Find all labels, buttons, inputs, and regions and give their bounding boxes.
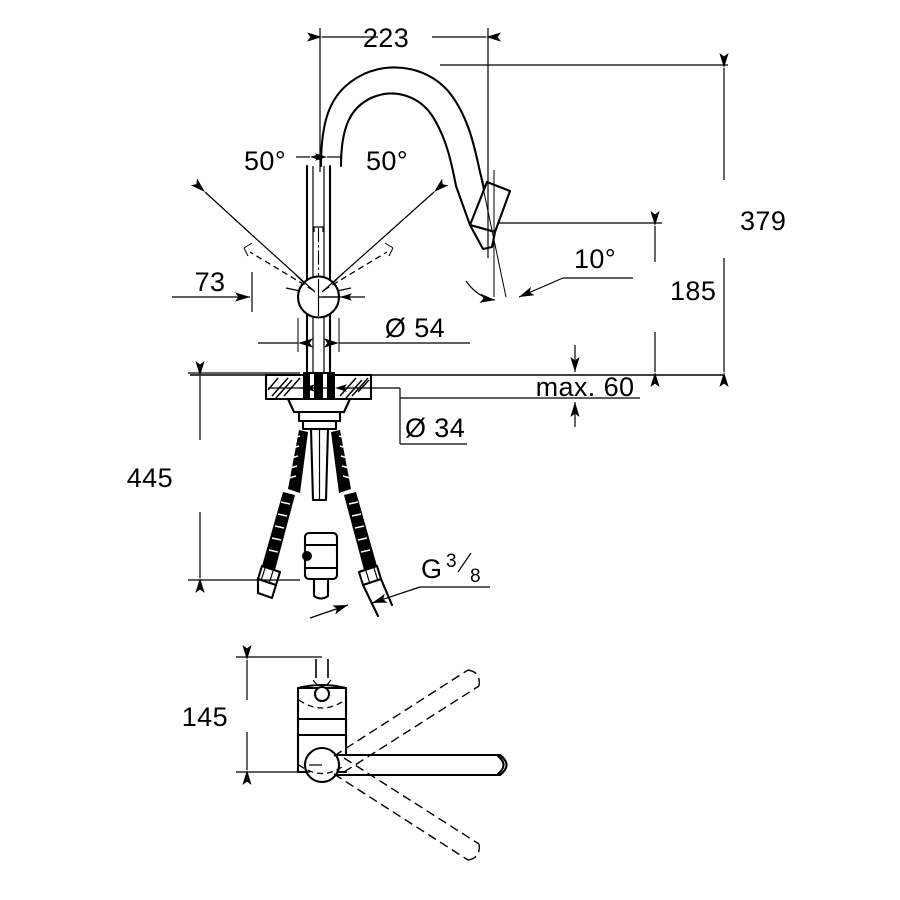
plan-lever-arm bbox=[303, 746, 508, 784]
dim-spout-reach: 223 bbox=[307, 23, 501, 258]
dim-label-223: 223 bbox=[363, 23, 409, 53]
dim-label-50-right: 50° bbox=[366, 146, 408, 176]
dim-label-G: G bbox=[421, 554, 442, 584]
dim-hose-length: 445 bbox=[127, 361, 300, 593]
spray-tilt-axis bbox=[480, 170, 507, 298]
dim-handle-height: 145 bbox=[182, 645, 322, 785]
hose-connector-left bbox=[256, 564, 282, 587]
hose-weight bbox=[302, 531, 339, 600]
dim-swivel-left: 50° bbox=[190, 146, 322, 293]
dim-body-diameter: Ø 54 bbox=[258, 313, 470, 352]
dim-label-diam34: Ø 34 bbox=[405, 413, 465, 443]
dim-label-thread-numerator: 3 bbox=[446, 551, 457, 572]
dim-max-deck: max. 60 bbox=[400, 345, 640, 427]
swivel-range-dashed bbox=[243, 242, 394, 291]
spout-gooseneck bbox=[319, 66, 497, 234]
dim-label-max60: max. 60 bbox=[536, 372, 635, 402]
dimension-annotations: 223 50° 50° 73 bbox=[127, 23, 786, 619]
dim-spout-height: 185 bbox=[497, 211, 716, 387]
dim-label-379: 379 bbox=[740, 206, 786, 236]
dim-label-50-left: 50° bbox=[244, 146, 286, 176]
dim-label-thread-denominator: 8 bbox=[470, 566, 481, 587]
hose-connector-right bbox=[357, 564, 383, 587]
dim-total-height: 379 bbox=[440, 53, 786, 387]
plan-view: 145 bbox=[182, 645, 508, 861]
dim-label-diam54: Ø 54 bbox=[385, 313, 445, 343]
dim-label-10deg: 10° bbox=[574, 244, 616, 274]
plan-lever-swivel-ghosts bbox=[309, 669, 480, 861]
faucet-column bbox=[305, 164, 332, 374]
dim-label-73: 73 bbox=[195, 267, 226, 297]
spray-head bbox=[468, 180, 512, 251]
dim-shank-diameter: Ø 34 bbox=[268, 384, 467, 445]
dim-swivel-right: 50° bbox=[315, 146, 449, 293]
flexible-hoses bbox=[256, 427, 394, 618]
dim-label-145: 145 bbox=[182, 702, 228, 732]
dim-handle-offset: 73 bbox=[172, 267, 365, 312]
dim-spray-tilt: 10° bbox=[465, 244, 633, 303]
dim-label-445: 445 bbox=[127, 463, 173, 493]
dim-label-185: 185 bbox=[670, 276, 716, 306]
dim-thread-size: G 3 8 bbox=[309, 551, 490, 619]
